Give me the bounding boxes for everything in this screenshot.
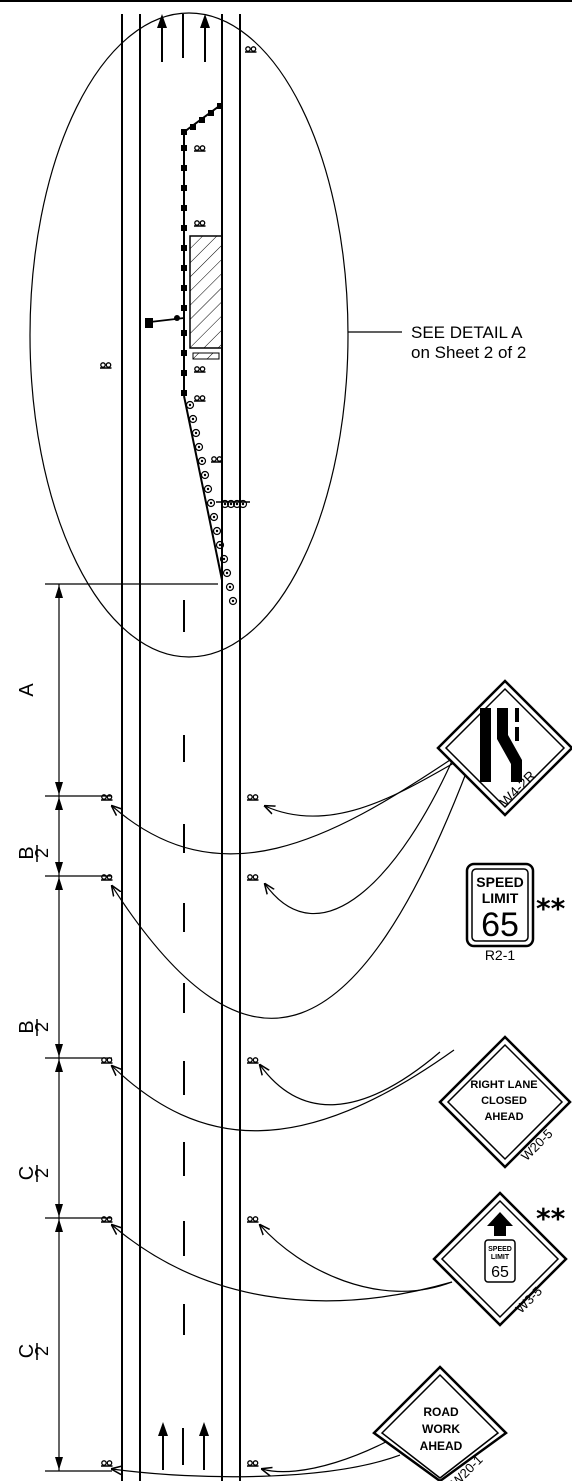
svg-text:2: 2 (32, 1022, 52, 1032)
dimension-chain (45, 583, 218, 1472)
work-area-hatched (189, 235, 223, 349)
w20-1-line1: ROAD (423, 1405, 459, 1419)
sign-r2-1: SPEED LIMIT 65 R2-1 ** (465, 862, 566, 963)
detail-a-ellipse (29, 12, 349, 658)
sign-w20-1: ROAD WORK AHEAD W20-1 (372, 1365, 508, 1481)
w20-5-line1: RIGHT LANE (470, 1079, 537, 1091)
merging-lane-glyph (497, 708, 522, 782)
sign-w4-2r: W4-2R (436, 679, 572, 817)
dimension-label-a: A (16, 683, 38, 697)
svg-text:C: C (16, 1344, 38, 1358)
w20-5-line3: AHEAD (484, 1111, 523, 1123)
w3-5-speed-plaque (484, 1239, 516, 1283)
w20-5-line2: CLOSED (481, 1095, 527, 1107)
svg-text:2: 2 (32, 1346, 52, 1356)
detail-callout-line2: on Sheet 2 of 2 (411, 343, 526, 362)
r2-1-line2: LIMIT (482, 890, 519, 906)
dimension-label-c-half-2: C 2 (16, 1343, 52, 1360)
roadway (121, 14, 241, 1481)
direction-arrow-bottom-left (158, 1422, 168, 1470)
w20-1-line2: WORK (422, 1422, 460, 1436)
lane-line-left-glyph (480, 708, 491, 782)
dimension-label-b-half-1: B 2 (16, 845, 52, 862)
flagger-station (145, 315, 185, 328)
r2-1-line1: SPEED (476, 874, 523, 890)
w3-5-line1: SPEED (488, 1246, 512, 1253)
r2-1-speed: 65 (481, 906, 519, 944)
sign-code-r2-1: R2-1 (485, 947, 516, 963)
dimension-label-c-half-1: C 2 (16, 1165, 52, 1182)
approach-sign-posts (100, 794, 260, 1467)
taper-drums (185, 400, 248, 606)
taper-line (183, 395, 223, 581)
w3-5-speed: 65 (491, 1264, 509, 1281)
dimension-label-b-half-2: B 2 (16, 1019, 52, 1036)
w3-5-line2: LIMIT (491, 1254, 510, 1261)
direction-arrow-top-right (200, 14, 210, 62)
sign-w20-5: RIGHT LANE CLOSED AHEAD W20-5 (438, 1035, 572, 1169)
detail-callout-line1: SEE DETAIL A (411, 323, 523, 342)
w20-1-line3: AHEAD (420, 1439, 463, 1453)
direction-arrow-top-left (157, 14, 167, 62)
channelizer-markers (181, 103, 223, 396)
up-arrow-glyph (487, 1212, 513, 1236)
sign-w3-5: SPEED LIMIT 65 W3-5 ** (432, 1191, 568, 1327)
leader-r2-1-left (112, 767, 469, 1019)
r2-1-marker: ** (536, 892, 566, 925)
svg-text:C: C (16, 1166, 38, 1180)
svg-text:2: 2 (32, 1168, 52, 1178)
work-zone-sign-posts (99, 46, 258, 463)
buffer-barrier (192, 352, 220, 360)
svg-text:B: B (16, 1020, 38, 1033)
direction-arrow-bottom-right (199, 1422, 209, 1470)
work-zone (99, 46, 258, 606)
sign-leader-lines (112, 751, 475, 1478)
w3-5-marker: ** (536, 1202, 566, 1235)
lane-line-dashes (182, 14, 185, 1335)
svg-text:B: B (16, 846, 38, 859)
svg-text:2: 2 (32, 848, 52, 858)
